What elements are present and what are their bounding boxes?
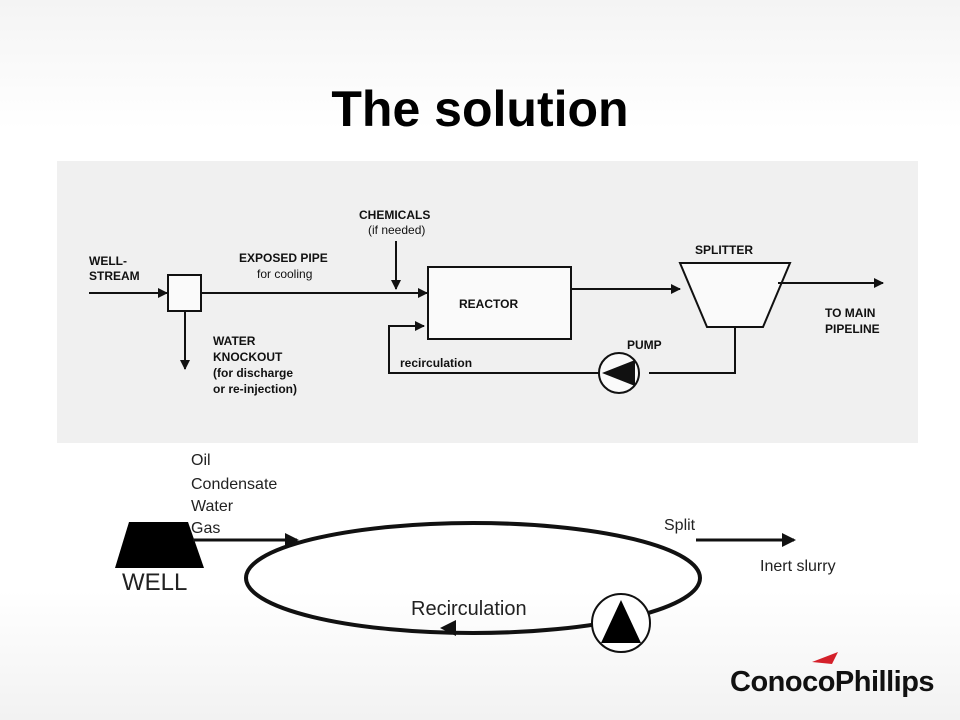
exposed-pipe-label-1: EXPOSED PIPE [239, 251, 328, 265]
well-input-oil: Oil [191, 452, 211, 469]
well-input-gas: Gas [191, 520, 220, 537]
pump-triangle [602, 360, 635, 386]
chemicals-label-1: CHEMICALS [359, 208, 430, 222]
slide-title: The solution [331, 81, 629, 137]
wellstream-label-1: WELL- [89, 254, 127, 268]
logo-text: ConocoPhillips [730, 666, 934, 698]
knockout-box [167, 274, 202, 312]
exposed-pipe-label-2: for cooling [257, 267, 312, 281]
logo-swoosh-icon [812, 652, 838, 664]
well-label: WELL [122, 569, 187, 596]
split-label: Split [664, 517, 696, 534]
process-flow-svg: WELL- STREAM EXPOSED PIPE for cooling CH… [89, 208, 884, 396]
conocophillips-logo: ConocoPhillips [730, 652, 935, 698]
pump-label: PUMP [627, 338, 662, 352]
well-input-condensate: Condensate [191, 476, 277, 493]
wellstream-label-2: STREAM [89, 269, 140, 283]
splitter-to-pump-line [649, 327, 736, 374]
chemicals-label-2: (if needed) [368, 223, 425, 237]
bottom-pump-icon [591, 593, 651, 653]
recirculation-line [388, 321, 599, 374]
well-icon [115, 522, 204, 568]
water-knockout-label-4: or re-injection) [213, 382, 297, 396]
inert-slurry-label: Inert slurry [760, 558, 836, 575]
water-knockout-label-3: (for discharge [213, 366, 293, 380]
water-knockout-label-1: WATER [213, 334, 256, 348]
water-knockout-label-2: KNOCKOUT [213, 350, 283, 364]
loop-direction-arrow [440, 620, 456, 636]
recirculation-loop-label: Recirculation [411, 598, 527, 620]
process-flow-diagram: WELL- STREAM EXPOSED PIPE for cooling CH… [57, 161, 918, 443]
splitter-label: SPLITTER [695, 243, 753, 257]
bottom-pump-triangle [601, 600, 641, 643]
recirculation-label: recirculation [400, 356, 472, 370]
reactor-box [427, 266, 572, 340]
well-input-water: Water [191, 498, 234, 515]
to-main-label-1: TO MAIN [825, 306, 875, 320]
reactor-label: REACTOR [459, 297, 518, 311]
recirculation-loop [244, 521, 702, 635]
to-main-label-2: PIPELINE [825, 322, 880, 336]
splitter-shape [678, 262, 792, 328]
